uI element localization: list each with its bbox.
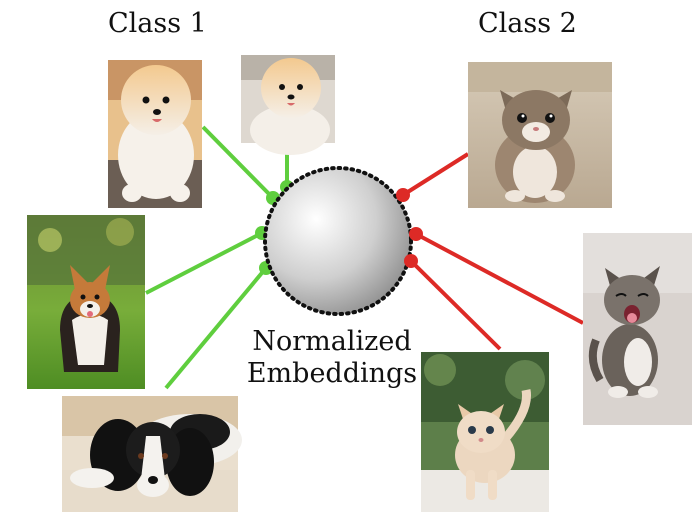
embedding-point — [409, 227, 423, 241]
connector-line — [415, 232, 584, 325]
tabby-kitten-image — [468, 62, 612, 208]
connector-line — [401, 152, 470, 197]
embedding-point — [396, 188, 410, 202]
embedding-sphere — [263, 166, 413, 316]
connector-line — [145, 231, 263, 295]
embeddings-label: Normalized Embeddings — [232, 326, 432, 390]
class2-points — [396, 188, 423, 268]
connector-line — [409, 259, 502, 351]
embeddings-label-line2: Embeddings — [246, 358, 418, 389]
connector-line — [164, 266, 268, 390]
pomeranian-dog-image — [108, 60, 202, 208]
pomeranian-dog-small-image — [241, 55, 335, 155]
cream-kitten-image — [421, 352, 549, 512]
embeddings-label-line1: Normalized — [252, 326, 412, 357]
corgi-dog-image — [27, 215, 145, 389]
class1-title: Class 1 — [108, 8, 207, 39]
class2-title: Class 2 — [478, 8, 577, 39]
spaniel-dog-image — [62, 396, 242, 512]
embedding-point — [404, 254, 418, 268]
class2-connectors — [401, 152, 584, 351]
yawning-kitten-image — [583, 233, 692, 425]
connector-line — [201, 125, 275, 200]
embedding-point — [266, 191, 280, 205]
class1-connectors — [145, 125, 289, 390]
